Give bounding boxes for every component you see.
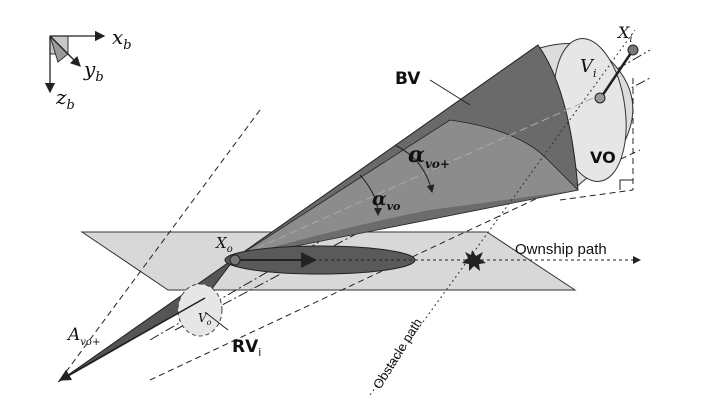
rv-callout-line — [204, 311, 229, 331]
right-angle-marker — [619, 179, 633, 190]
rv-label: RVi — [232, 337, 261, 359]
z-axis-label: zb — [55, 85, 75, 113]
y-axis-arrow — [49, 35, 81, 67]
rv-circle — [177, 283, 223, 337]
alpha-vo-plus-label: αvo+ — [408, 142, 450, 171]
bv-callout-line — [429, 79, 471, 106]
vo-label: VO — [590, 148, 616, 167]
velocity-tip-point — [594, 92, 606, 104]
alpha-vo-plus-arc — [394, 144, 435, 193]
a-vo-plus-arrow — [58, 297, 206, 381]
bv-label: BV — [395, 69, 421, 89]
x-axis-label: xb — [112, 25, 132, 53]
a-vo-plus-label: Avo+ — [66, 325, 100, 348]
v-i-label: Vi — [580, 56, 597, 80]
alpha-vo-arc — [359, 174, 382, 216]
obstacle-velocity-arrow — [600, 49, 635, 97]
obstacle-path-line — [369, 29, 636, 396]
body-axes-frame: xb yb zb — [44, 25, 132, 113]
y-axis-label: yb — [83, 57, 104, 85]
vo-inner-cone — [234, 119, 579, 259]
obstacle-path-label: Obstacle path — [370, 316, 425, 392]
collision-star-icon — [462, 250, 486, 271]
obstacle-point — [627, 44, 639, 56]
v-o-label: Vo — [198, 311, 212, 327]
alpha-vo-label: αvo — [372, 188, 400, 213]
dashed-right-base — [559, 189, 634, 201]
ownship-point — [229, 254, 241, 266]
x-i-label: Xi — [616, 23, 633, 45]
ownship-path-label: Ownship path — [515, 241, 607, 258]
vo-dashed-ridge — [234, 94, 601, 259]
dashed-line-upper-left — [59, 109, 261, 381]
x-o-label: Xo — [215, 234, 233, 255]
vo-lower-shading — [235, 190, 578, 258]
